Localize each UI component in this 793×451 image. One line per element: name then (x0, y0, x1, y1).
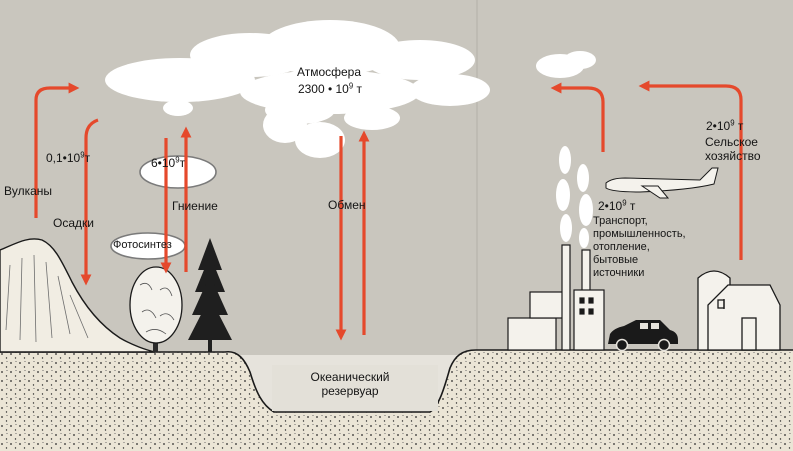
precipitation-amount: 0,1•109т (46, 152, 90, 166)
industry-amount-exponent: 9 (622, 198, 626, 207)
industry-amount-unit: т (630, 199, 636, 213)
agriculture-label-line1: Сельское (705, 135, 761, 149)
ocean-label: Океанический резервуар (290, 371, 410, 399)
biosphere-amount-unit: т (180, 156, 186, 170)
precipitation-amount-unit: т (85, 151, 91, 165)
atmosphere-title-text: Атмосфера (297, 65, 361, 79)
decay-label: Гниение (172, 200, 218, 214)
agriculture-label: Сельское хозяйство (705, 135, 761, 163)
atmosphere-amount-exponent: 9 (349, 81, 353, 90)
ocean-label-line2: резервуар (290, 385, 410, 399)
photosynthesis-label: Фотосинтез (113, 239, 172, 252)
exchange-label: Обмен (328, 199, 366, 213)
precipitation-amount-number: 0,1•10 (46, 151, 80, 165)
agriculture-amount: 2•109 т (706, 120, 743, 134)
atmosphere-amount-number: 2300 • 10 (298, 82, 349, 96)
ocean-label-line1: Океанический (290, 371, 410, 385)
biosphere-amount-number: 6•10 (151, 156, 175, 170)
industry-line-2: промышленность, (593, 228, 686, 241)
industry-line-4: бытовые (593, 254, 686, 267)
atmosphere-title: Атмосфера (279, 66, 379, 80)
industry-amount-number: 2•10 (598, 199, 622, 213)
small-cloud (163, 100, 193, 116)
industry-line-1: Транспорт, (593, 215, 686, 228)
precipitation-label: Осадки (53, 217, 94, 231)
agriculture-amount-unit: т (738, 119, 744, 133)
industry-sources: Транспорт, промышленность, отопление, бы… (593, 215, 686, 280)
volcanoes-label: Вулканы (4, 185, 52, 199)
agriculture-amount-number: 2•10 (706, 119, 730, 133)
agriculture-label-line2: хозяйство (705, 149, 761, 163)
agriculture-amount-exponent: 9 (730, 118, 734, 127)
biosphere-amount: 6•109т (151, 157, 185, 171)
atmosphere-amount: 2300 • 109 т (270, 83, 390, 97)
industry-amount: 2•109 т (598, 200, 635, 214)
atmosphere-amount-unit: т (357, 82, 363, 96)
industry-line-3: отопление, (593, 241, 686, 254)
industry-line-5: источники (593, 267, 686, 280)
